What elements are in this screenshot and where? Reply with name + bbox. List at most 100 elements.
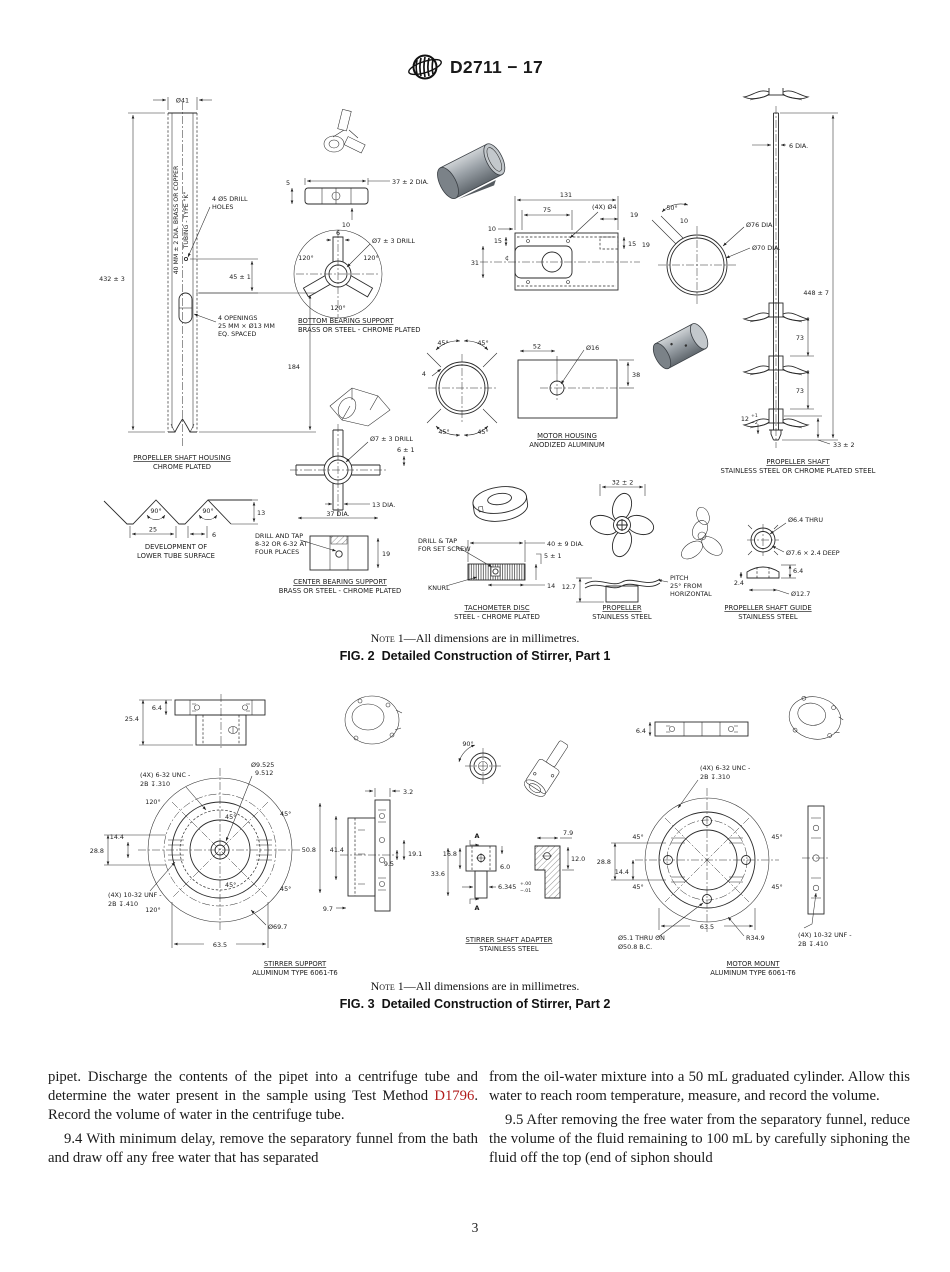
dim-label: Ø5.1 THRU ON — [618, 934, 665, 942]
dim-label: HOLES — [212, 203, 234, 211]
view-name: DEVELOPMENT OF — [145, 543, 207, 551]
dim-label: 6 — [212, 531, 216, 539]
dim-label: 28.8 — [597, 858, 611, 866]
material-label: 40 MM ± 2 DIA. BRASS OR COPPER — [173, 165, 180, 274]
dim-label: 120° — [145, 906, 160, 914]
dim-label: 45° — [771, 883, 782, 891]
dim-label: 14 — [547, 582, 555, 590]
fig3-title: FIG. 3 Detailed Construction of Stirrer,… — [339, 997, 611, 1011]
dim-label: 63.5 — [213, 941, 227, 949]
dim-label: 10 — [680, 217, 688, 225]
dim-label: 14.4 — [110, 833, 124, 841]
dim-label: 6.4 — [793, 567, 803, 575]
part-name: PROPELLER — [602, 604, 641, 612]
dim-label: (4X) Ø4 — [592, 203, 617, 211]
part-name: PROPELLER SHAFT — [766, 458, 830, 466]
dim-label: Ø6.4 THRU — [788, 516, 823, 524]
part-name: TACHOMETER DISC — [463, 604, 529, 612]
dim-label: 2B ↧.410 — [798, 940, 828, 948]
doc-code: D2711 − 17 — [449, 56, 543, 77]
dim-label: 8-32 OR 6-32 AT — [255, 540, 307, 548]
dim-label: 37 DIA. — [326, 510, 349, 518]
dim-label: Ø7 ± 3 DRILL — [372, 237, 415, 245]
part-material: STAINLESS STEEL — [479, 945, 539, 953]
dim-label: 73 — [796, 334, 804, 342]
dim-label: 45° — [280, 810, 291, 818]
dim-label: 50.8 — [302, 846, 316, 854]
fig2-note: Note 1—All dimensions are in millimetres… — [370, 631, 580, 645]
dim-label: 33.6 — [431, 870, 445, 878]
dim-label: 13 DIA. — [372, 501, 395, 509]
dim-label: 52 — [533, 343, 541, 351]
dim-label: 4 — [422, 370, 426, 378]
part-material: STAINLESS STEEL — [592, 613, 652, 621]
dim-label: 10 — [488, 225, 496, 233]
dim-label: 13 — [257, 509, 265, 517]
dim-label: 25 MM × Ø13 MM — [218, 322, 275, 330]
dim-label: DRILL & TAP — [418, 537, 457, 545]
dim-tol: −2 — [751, 420, 758, 426]
dim-label: 25 — [149, 526, 157, 534]
dim-label: (4X) 6-32 UNC - — [140, 771, 190, 779]
dim-label: EQ. SPACED — [218, 330, 256, 338]
dim-label: (4X) 10-32 UNF - — [798, 931, 852, 939]
astm-logo — [408, 54, 442, 80]
motor-mount-view: 6.4 (4X) 6-32 UNC - 2B ↧.310 — [597, 695, 852, 977]
dim-label: 7.9 — [563, 829, 573, 837]
dim-label: Ø12.7 — [791, 590, 810, 598]
dim-label: 37 ± 2 DIA. — [392, 178, 429, 186]
dim-label: 432 ± 3 — [99, 275, 125, 283]
dim-label: 120° — [363, 254, 378, 262]
dim-label: 19 — [630, 211, 638, 219]
part-name: PROPELLER SHAFT HOUSING — [133, 454, 231, 462]
dim-label: 25.4 — [125, 715, 139, 723]
paragraph-9-4: 9.4 With minimum delay, remove the separ… — [48, 1131, 478, 1167]
propeller-view: 32 ± 2 12.7 PITCH 25° FROM HORIZONTAL PR… — [562, 479, 723, 621]
dim-tol: −.01 — [520, 888, 531, 894]
dim-label: 120° — [298, 254, 313, 262]
fig3-note: Note 1—All dimensions are in millimetres… — [370, 979, 580, 993]
dim-label: 63.5 — [700, 923, 714, 931]
dim-label: 38 — [632, 371, 640, 379]
dim-label: 90° — [202, 507, 213, 515]
center-bearing-support-view: Ø7 ± 3 DRILL 6 ± 1 13 DIA. 37 DIA. DRILL… — [255, 387, 415, 595]
dim-label: Ø16 — [586, 344, 599, 352]
dim-label: Ø50.8 B.C. — [618, 943, 652, 951]
dim-label: R34.9 — [746, 934, 765, 942]
part-name: MOTOR MOUNT — [726, 960, 780, 968]
dim-tol: +.00 — [520, 881, 531, 887]
dim-label: 5 — [286, 179, 290, 187]
dim-label: FOR SET SCREW — [418, 545, 471, 553]
dim-label: 4 OPENINGS — [218, 314, 257, 322]
dim-label: 14.4 — [615, 868, 629, 876]
dim-label: 45° — [438, 428, 449, 436]
page-number: 3 — [471, 1220, 479, 1235]
dim-label: 45° — [437, 339, 448, 347]
dim-label: 31 — [471, 259, 479, 267]
dim-label: 3.2 — [403, 788, 413, 796]
body-text: pipet. Discharge the contents of the pip… — [48, 1068, 910, 1168]
dim-label: 19 — [642, 241, 650, 249]
part-name: STIRRER SHAFT ADAPTER — [466, 936, 553, 944]
dim-label: 32 ± 2 — [612, 479, 634, 487]
propeller-shaft-housing-view: Ø41 432 ± 3 40 MM ± 2 DIA. BRASS OR COPP… — [99, 97, 316, 471]
dim-label: Ø9.525 — [251, 761, 274, 769]
dim-label: 2B ↧.410 — [108, 900, 138, 908]
bottom-bearing-support-view: 37 ± 2 DIA. 5 10 6 Ø7 ± 3 DRILL 120° 120… — [286, 108, 429, 334]
dim-label: Ø69.7 — [268, 923, 287, 931]
dim-label: 45 ± 1 — [229, 273, 251, 281]
dim-label: 45° — [477, 339, 488, 347]
paragraph: pipet. Discharge the contents of the pip… — [48, 1069, 478, 1124]
lower-tube-development-view: 90° 90° 13 25 6 DEVELOPMENT OF LOWER TUB… — [103, 499, 265, 560]
stirrer-shaft-adapter-view: 90° A A 16.8 33.6 6.0 — [344, 695, 585, 953]
fig2-drawing: Ø41 432 ± 3 40 MM ± 2 DIA. BRASS OR COPP… — [99, 88, 876, 621]
dim-label: 9.512 — [255, 769, 273, 777]
part-name: PROPELLER SHAFT GUIDE — [724, 604, 811, 612]
dim-label: 16.8 — [443, 850, 457, 858]
dim-label: 19 — [382, 550, 390, 558]
dim-label: 45° — [280, 885, 291, 893]
dim-label: 2.4 — [734, 579, 744, 587]
ref-link-d1796[interactable]: D1796 — [434, 1088, 475, 1105]
dim-label: 50° — [666, 204, 677, 212]
